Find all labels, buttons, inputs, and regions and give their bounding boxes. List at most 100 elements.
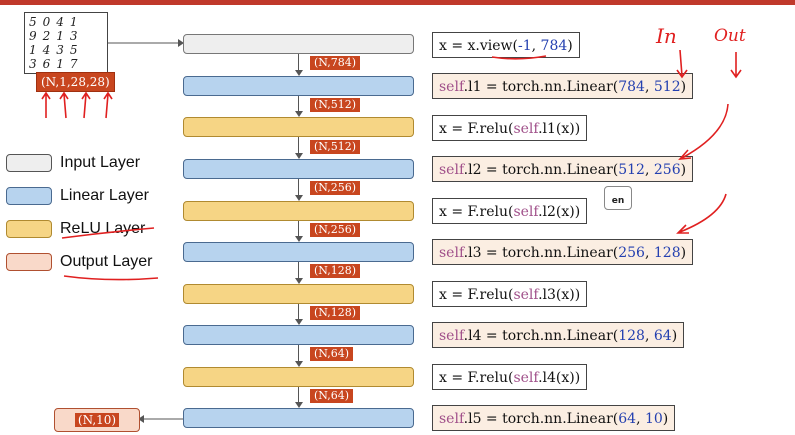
legend: Input Layer Linear Layer ReLU Layer Outp… — [6, 146, 153, 278]
connector-arrowhead — [295, 278, 303, 284]
digit-row: 3617 — [29, 57, 84, 71]
shape-tag: (N,64) — [310, 347, 353, 361]
linear-layer-block — [183, 408, 414, 428]
legend-item-output: Output Layer — [6, 245, 153, 278]
code-keyword: self — [439, 162, 464, 178]
connector-arrowhead — [295, 153, 303, 159]
linear-layer-block — [183, 242, 414, 262]
code-text: , — [644, 328, 654, 344]
shape-tag: (N,512) — [310, 140, 360, 154]
connector-line — [298, 137, 299, 153]
code-text: ) — [680, 245, 687, 261]
shape-tag: (N,256) — [310, 181, 360, 195]
legend-item-input: Input Layer — [6, 146, 153, 179]
code-text: .l1(x)) — [538, 121, 581, 137]
code-number: 10 — [644, 411, 663, 427]
annotation-out: Out — [714, 26, 746, 46]
linear-layer-block — [183, 159, 414, 179]
code-text: ) — [567, 38, 573, 54]
shape-tag: (N,784) — [310, 56, 360, 70]
code-number: 64 — [653, 328, 672, 344]
code-text: , — [644, 162, 654, 178]
connector-line — [298, 304, 299, 319]
connector-arrowhead — [295, 236, 303, 242]
top-accent-bar — [0, 0, 795, 5]
code-text: ( — [512, 38, 518, 54]
code-keyword: self — [513, 121, 539, 137]
code-linear-l3: self.l3 = torch.nn.Linear(256, 128) — [432, 239, 694, 265]
digit-row: 5041 — [29, 15, 84, 29]
code-linear-l1: self.l1 = torch.nn.Linear(784, 512) — [432, 73, 694, 99]
code-keyword: self — [439, 411, 464, 427]
code-number: 512 — [618, 162, 645, 178]
legend-item-linear: Linear Layer — [6, 179, 153, 212]
connector-line — [298, 179, 299, 195]
linear-layer-block — [183, 76, 414, 96]
code-text: x = x. — [439, 38, 480, 54]
code-relu-3: x = F.relu(self.l3(x)) — [432, 281, 588, 307]
code-text: , — [636, 411, 645, 427]
relu-layer-block — [183, 117, 414, 137]
digit-row: 1435 — [29, 43, 84, 57]
connector-line — [298, 221, 299, 236]
code-fn: view — [479, 38, 513, 54]
connector-arrowhead — [295, 361, 303, 367]
code-keyword: self — [513, 287, 539, 303]
code-text: , — [531, 38, 541, 54]
code-number: 128 — [653, 245, 681, 261]
connector-arrowhead — [295, 70, 303, 76]
code-text: .l2(x)) — [538, 204, 581, 220]
code-keyword: self — [439, 79, 464, 95]
code-relu-1: x = F.relu(self.l1(x)) — [432, 115, 588, 141]
linear-layer-block — [183, 325, 414, 345]
connector-line — [298, 345, 299, 361]
code-text: x = F.relu( — [439, 121, 514, 137]
translate-badge-text: en — [611, 196, 625, 206]
legend-swatch — [6, 186, 52, 205]
code-number: -1 — [518, 38, 532, 54]
code-number: 512 — [653, 79, 681, 95]
input-layer-block — [183, 34, 414, 54]
code-keyword: self — [513, 370, 539, 386]
code-relu-4: x = F.relu(self.l4(x)) — [432, 364, 588, 390]
code-text: ) — [680, 79, 687, 95]
code-keyword: self — [439, 245, 464, 261]
code-text: .l5 = torch.nn.Linear( — [463, 411, 619, 427]
annotation-in: In — [656, 24, 677, 48]
code-number: 256 — [618, 245, 645, 261]
translate-icon[interactable]: en — [604, 186, 632, 210]
legend-label: Output Layer — [60, 252, 153, 270]
code-text: .l4 = torch.nn.Linear( — [463, 328, 619, 344]
connector-arrowhead — [295, 111, 303, 117]
connector-line — [298, 387, 299, 402]
code-text: .l3(x)) — [538, 287, 581, 303]
output-arrow — [138, 415, 183, 423]
code-text: ) — [671, 328, 678, 344]
code-relu-2: x = F.relu(self.l2(x)) — [432, 198, 588, 224]
connector-arrowhead — [295, 402, 303, 408]
code-linear-l4: self.l4 = torch.nn.Linear(128, 64) — [432, 322, 685, 348]
legend-swatch — [6, 252, 52, 271]
code-linear-l2: self.l2 = torch.nn.Linear(512, 256) — [432, 156, 694, 182]
connector-arrowhead — [295, 195, 303, 201]
relu-layer-block — [183, 201, 414, 221]
connector-line — [298, 262, 299, 278]
code-number: 128 — [618, 328, 645, 344]
code-text: .l3 = torch.nn.Linear( — [463, 245, 619, 261]
mnist-digits-image: 5041 9213 1435 3617 — [24, 12, 108, 74]
code-text: x = F.relu( — [439, 287, 514, 303]
input-shape-label: (N,1,28,28) — [36, 72, 115, 92]
connector-line — [298, 96, 299, 111]
code-linear-l5: self.l5 = torch.nn.Linear(64, 10) — [432, 405, 676, 431]
code-text: .l2 = torch.nn.Linear( — [463, 162, 619, 178]
relu-layer-block — [183, 367, 414, 387]
legend-label: Input Layer — [60, 153, 141, 171]
shape-tag: (N,128) — [310, 306, 360, 320]
code-text: , — [644, 245, 654, 261]
legend-label: ReLU Layer — [60, 219, 146, 237]
shape-tag: (N,256) — [310, 223, 360, 237]
legend-swatch — [6, 219, 52, 238]
code-keyword: self — [513, 204, 539, 220]
code-text: ) — [680, 162, 687, 178]
code-text: , — [644, 79, 654, 95]
